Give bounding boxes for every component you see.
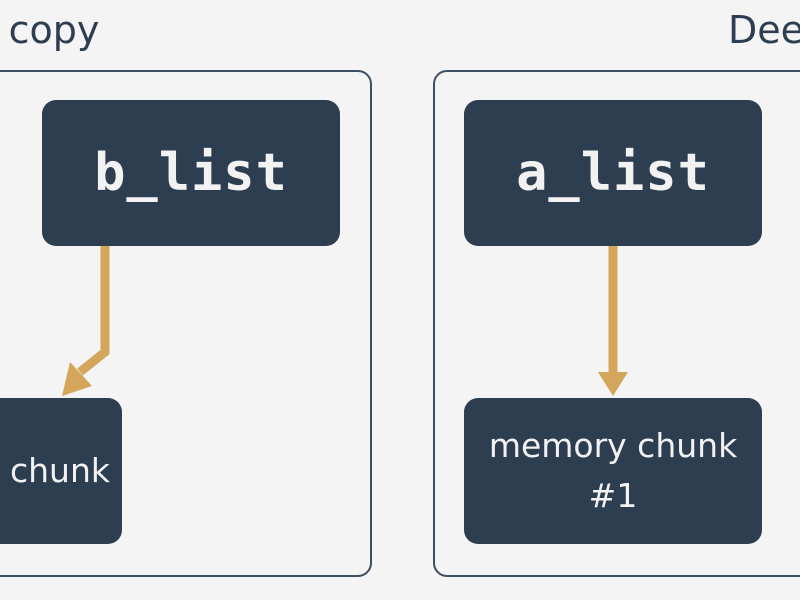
right-memory-chunk-node: memory chunk #1 — [464, 398, 762, 544]
left-memory-chunk-label: chunk — [10, 451, 110, 490]
b-list-node: b_list — [42, 100, 340, 246]
left-memory-chunk-node: chunk — [0, 398, 122, 544]
right-memory-chunk-label-line2: #1 — [588, 476, 638, 515]
right-memory-chunk-label-line1: memory chunk — [488, 426, 738, 465]
left-section-title: y copy — [0, 8, 100, 52]
a-list-node: a_list — [464, 100, 762, 246]
right-section-title: Dee — [728, 8, 800, 52]
